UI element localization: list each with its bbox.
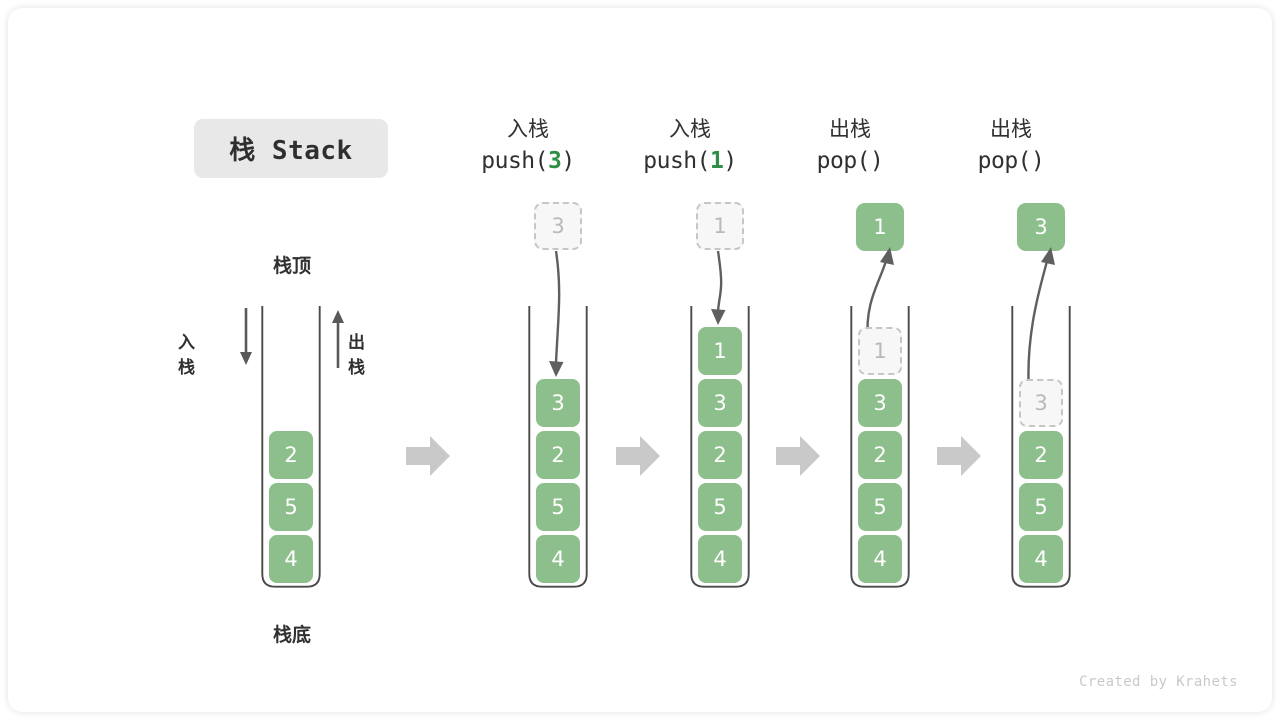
- floating-value-box-push-3: 3: [534, 202, 582, 250]
- stack-cell: 1: [698, 327, 742, 375]
- column-header-pop-1: 出栈 pop(): [770, 114, 930, 178]
- column-header-push-3: 入栈 push(3): [448, 114, 608, 178]
- push-curve-arrow-icon-push-3: [549, 250, 564, 377]
- step-arrow-icon-3: [776, 436, 820, 476]
- title-badge: 栈 Stack: [194, 119, 388, 178]
- stack-cell: 5: [858, 483, 902, 531]
- stack-walls: [528, 306, 588, 588]
- code-suffix: ): [723, 148, 737, 174]
- column-header-cn: 出栈: [990, 117, 1032, 141]
- column-header-code: push(1): [610, 144, 770, 178]
- pop-direction-label: 出栈: [348, 333, 365, 378]
- footer-credit: Created by Krahets: [1079, 674, 1238, 690]
- code-prefix: push(: [481, 148, 549, 174]
- floating-value-box-pop-1: 1: [856, 203, 904, 251]
- stack-cell: 2: [698, 431, 742, 479]
- code-argument: 1: [710, 148, 724, 174]
- code-prefix: pop(: [816, 148, 871, 174]
- stack-walls: [690, 306, 750, 588]
- stack-cell: 2: [1019, 431, 1063, 479]
- stack-cell: 5: [698, 483, 742, 531]
- stack-top-label: 栈顶: [272, 255, 311, 277]
- code-suffix: ): [870, 148, 884, 174]
- step-arrow-icon-2: [616, 436, 660, 476]
- stack-cell: 5: [269, 483, 313, 531]
- floating-value-box-push-1: 1: [696, 202, 744, 250]
- column-header-push-1: 入栈 push(1): [610, 114, 770, 178]
- stack-cell: 4: [858, 535, 902, 583]
- stack-cell: 2: [536, 431, 580, 479]
- stack-walls: [261, 306, 321, 588]
- column-header-code: pop(): [770, 144, 930, 178]
- stack-cell: 3: [698, 379, 742, 427]
- floating-value-box-pop-3: 3: [1017, 203, 1065, 251]
- stack-cell: 4: [1019, 535, 1063, 583]
- column-header-cn: 出栈: [829, 117, 871, 141]
- push-direction-label: 入栈: [178, 333, 195, 378]
- stack-cell: 3: [858, 379, 902, 427]
- code-suffix: ): [561, 148, 575, 174]
- column-header-cn: 入栈: [507, 117, 549, 141]
- stack-cell: 3: [536, 379, 580, 427]
- code-prefix: push(: [643, 148, 711, 174]
- stack-cell: 2: [269, 431, 313, 479]
- column-header-cn: 入栈: [669, 117, 711, 141]
- step-arrow-icon-1: [406, 436, 450, 476]
- pop-up-arrow-icon: [332, 310, 344, 368]
- column-header-code: pop(): [931, 144, 1091, 178]
- pop-curve-arrow-icon-pop-3: [1027, 247, 1055, 394]
- push-curve-arrow-icon-push-1: [711, 250, 726, 325]
- stack-cell-ghost: 3: [1019, 379, 1063, 427]
- code-suffix: ): [1031, 148, 1045, 174]
- code-argument: 3: [548, 148, 562, 174]
- column-header-code: push(3): [448, 144, 608, 178]
- push-down-arrow-icon: [240, 308, 252, 365]
- stack-cell: 4: [269, 535, 313, 583]
- stack-bottom-label: 栈底: [272, 624, 311, 646]
- stack-cell: 5: [536, 483, 580, 531]
- stack-cell: 4: [698, 535, 742, 583]
- stack-cell: 2: [858, 431, 902, 479]
- column-header-pop-3: 出栈 pop(): [931, 114, 1091, 178]
- step-arrow-icon-4: [937, 436, 981, 476]
- stack-walls: [1011, 306, 1071, 588]
- stack-cell: 4: [536, 535, 580, 583]
- stack-cell: 5: [1019, 483, 1063, 531]
- stack-walls: [850, 306, 910, 588]
- code-prefix: pop(: [977, 148, 1032, 174]
- stack-cell-ghost: 1: [858, 327, 902, 375]
